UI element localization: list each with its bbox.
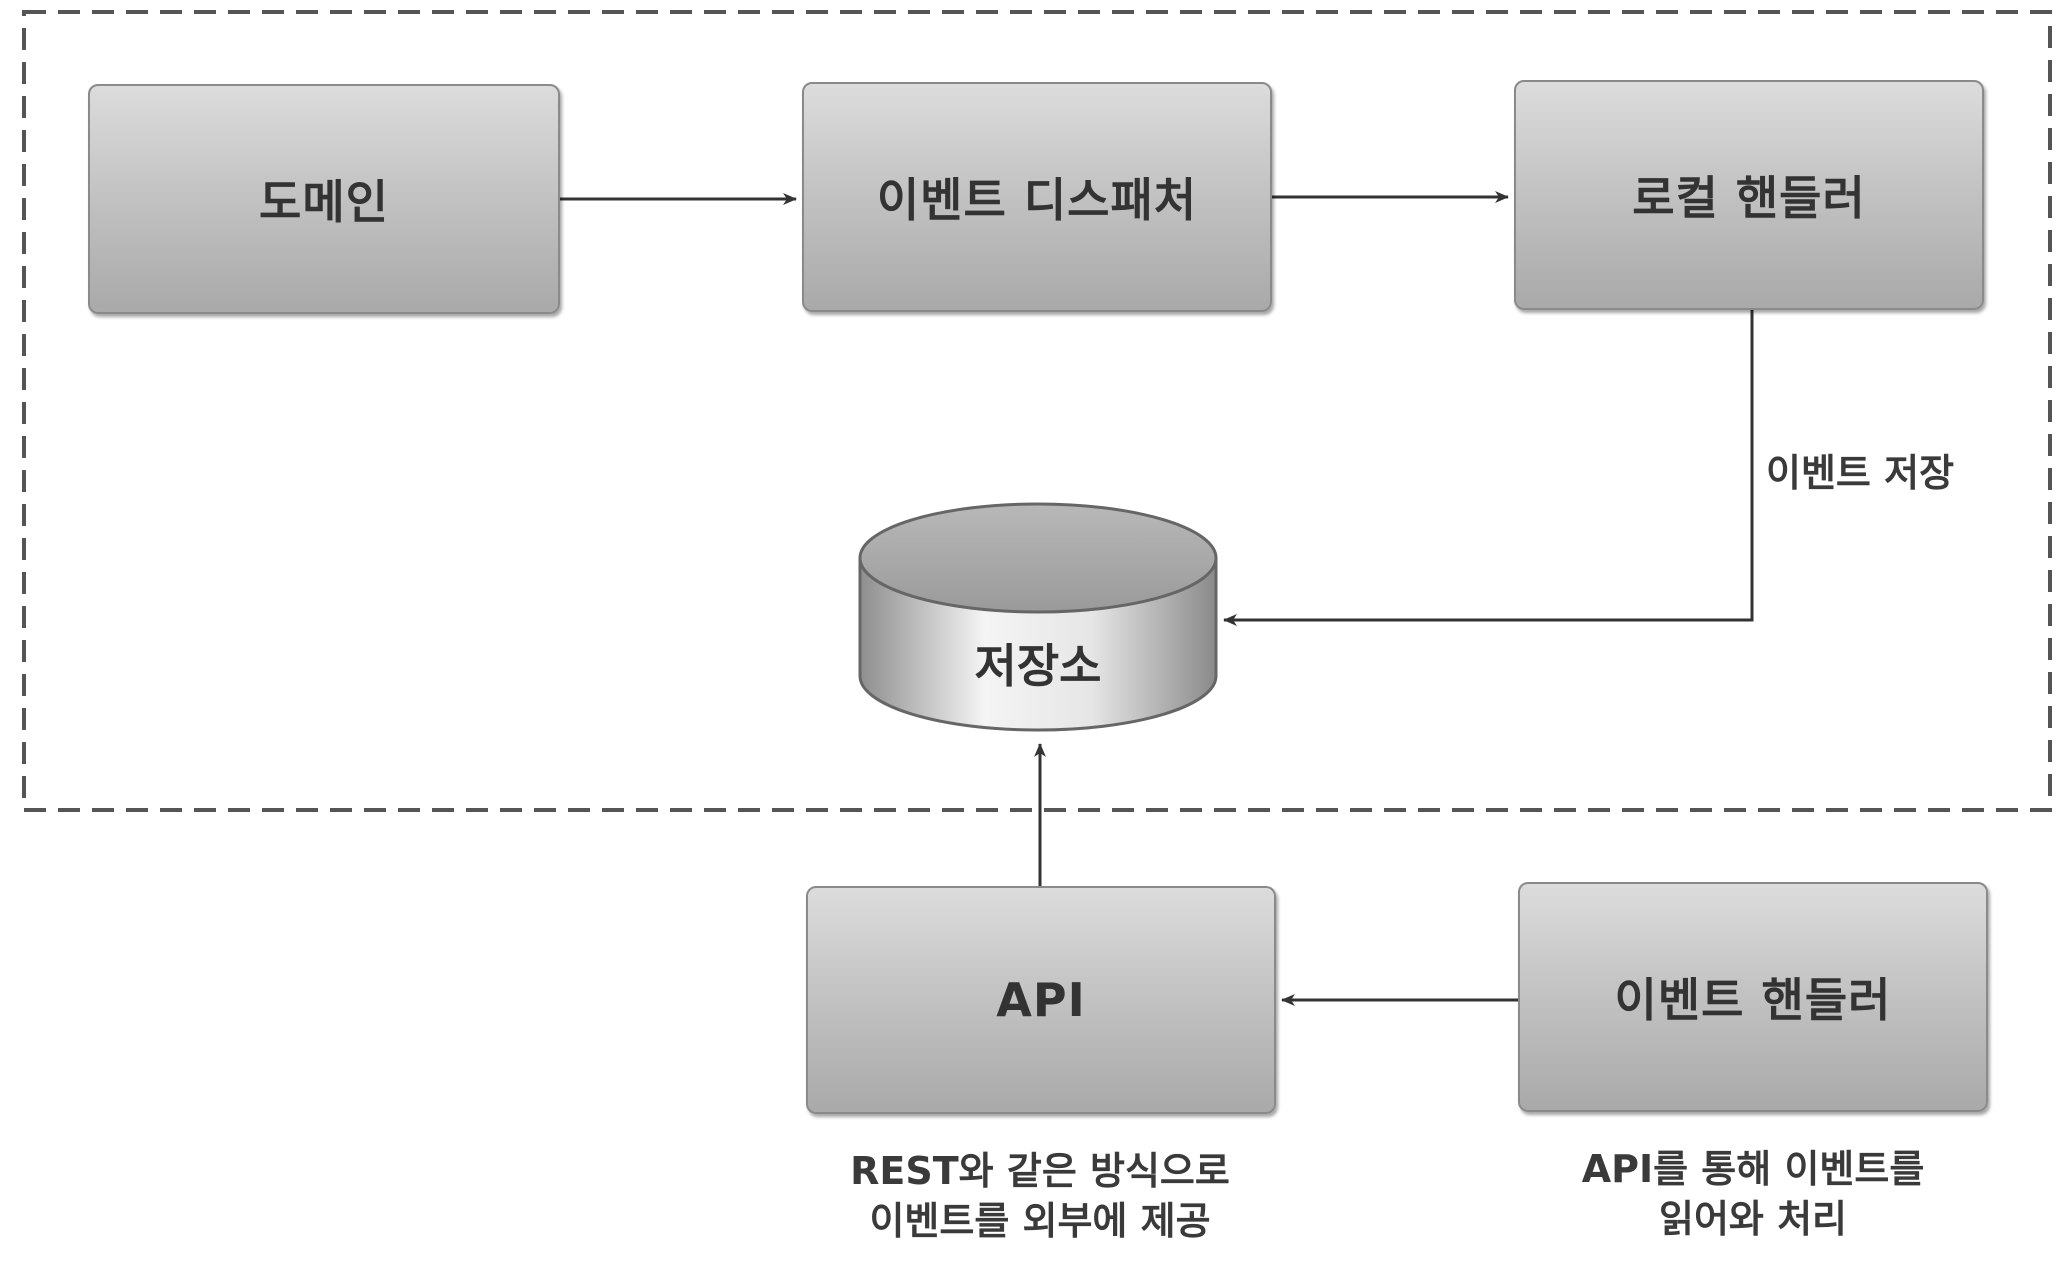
api-box: API bbox=[806, 886, 1276, 1114]
api-note: REST와 같은 방식으로 이벤트를 외부에 제공 bbox=[760, 1146, 1320, 1246]
storage-label: 저장소 bbox=[974, 639, 1102, 693]
local-handler-box: 로컬 핸들러 bbox=[1514, 80, 1984, 310]
domain-box: 도메인 bbox=[88, 84, 560, 314]
local-handler-label: 로컬 핸들러 bbox=[1632, 171, 1866, 225]
api-label: API bbox=[996, 973, 1086, 1027]
event-handler-label: 이벤트 핸들러 bbox=[1614, 973, 1892, 1027]
store-event-label: 이벤트 저장 bbox=[1766, 451, 1955, 495]
event-handler-note-line-1: API를 통해 이벤트를 bbox=[1581, 1147, 1925, 1191]
storage-cylinder bbox=[858, 502, 1218, 732]
arrow-local-handler-to-storage bbox=[1223, 308, 1754, 626]
event-handler-box: 이벤트 핸들러 bbox=[1518, 882, 1988, 1112]
event-handler-note-line-2: 읽어와 처리 bbox=[1658, 1197, 1848, 1242]
domain-label: 도메인 bbox=[259, 175, 389, 229]
api-note-line-2: 이벤트를 외부에 제공 bbox=[869, 1199, 1211, 1244]
event-dispatcher-label: 이벤트 디스패처 bbox=[876, 173, 1198, 227]
event-dispatcher-box: 이벤트 디스패처 bbox=[802, 82, 1272, 312]
event-handler-note: API를 통해 이벤트를 읽어와 처리 bbox=[1472, 1144, 2034, 1244]
api-note-line-1: REST와 같은 방식으로 bbox=[850, 1149, 1230, 1193]
system-boundary bbox=[22, 10, 2052, 812]
